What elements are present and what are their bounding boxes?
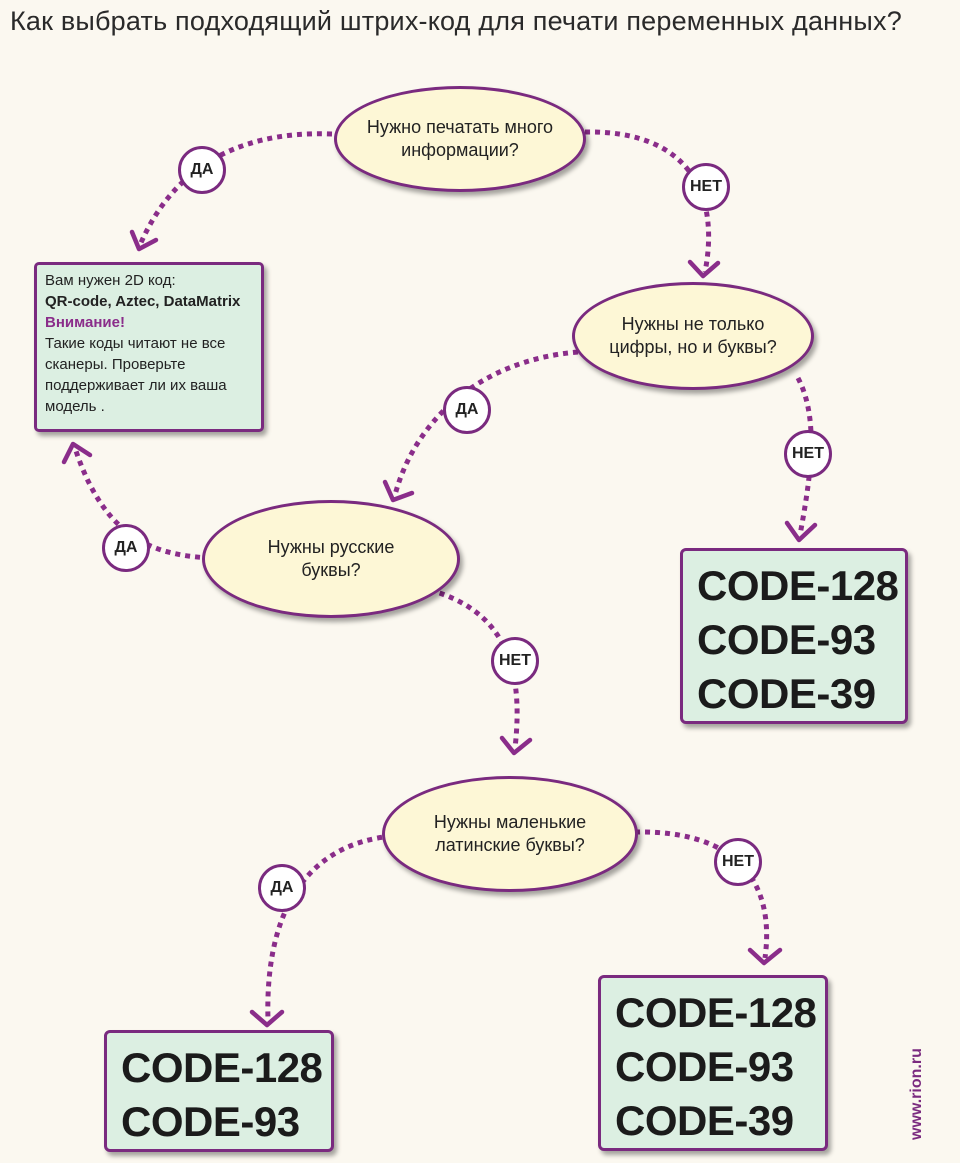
result-box-2: CODE-128 CODE-93 [104, 1030, 334, 1152]
label-no-q1: НЕТ [682, 163, 730, 211]
question-lowercase-latin: Нужны маленькие латинские буквы? [382, 776, 638, 892]
question-text: Нужны русские буквы? [267, 537, 395, 580]
label-no-q2: НЕТ [784, 430, 832, 478]
label-yes-q1: ДА [178, 146, 226, 194]
question-text: Нужно печатать много информации? [366, 117, 554, 160]
result-box-1: CODE-128 CODE-93 CODE-39 [680, 548, 908, 724]
result-code: CODE-93 [615, 1043, 794, 1090]
question-letters: Нужны не только цифры, но и буквы? [572, 282, 814, 390]
result-code: CODE-93 [697, 616, 876, 663]
watermark: www.rion.ru [908, 1048, 925, 1140]
result-box-3: CODE-128 CODE-93 CODE-39 [598, 975, 828, 1151]
question-russian-letters: Нужны русские буквы? [202, 500, 460, 618]
arrowhead-q1-yes [129, 229, 159, 252]
label-yes-q3: ДА [102, 524, 150, 572]
result-code: CODE-39 [615, 1097, 794, 1144]
arrowhead-q3-yes [61, 441, 93, 465]
result-code: CODE-128 [697, 562, 899, 609]
label-no-q4: НЕТ [714, 838, 762, 886]
arrowhead-q2-yes [382, 479, 415, 503]
edge-q4-yes [265, 833, 393, 1021]
note-codes: QR-code, Aztec, DataMatrix [45, 293, 241, 310]
note-line: Вам нужен 2D код: [45, 272, 176, 289]
result-code: CODE-128 [615, 989, 817, 1036]
note-warning: Внимание! [45, 314, 125, 331]
label-no-q3: НЕТ [491, 637, 539, 685]
arrowhead-q4-yes [249, 1009, 285, 1028]
question-much-info: Нужно печатать много информации? [334, 86, 586, 192]
label-yes-q4: ДА [258, 864, 306, 912]
label-yes-q2: ДА [443, 386, 491, 434]
edge-q1-yes [137, 131, 333, 246]
arrowhead-q1-no [687, 259, 721, 279]
note-2d-code: Вам нужен 2D код: QR-code, Aztec, DataMa… [34, 262, 264, 432]
arrowhead-q3-no [499, 735, 533, 756]
note-text: Такие коды читают не все сканеры. Провер… [45, 335, 227, 415]
question-text: Нужны маленькие латинские буквы? [433, 812, 587, 855]
result-code: CODE-39 [697, 670, 876, 717]
arrowhead-q2-no [784, 520, 818, 543]
arrowhead-q4-no [747, 947, 783, 966]
question-text: Нужны не только цифры, но и буквы? [609, 314, 777, 357]
edge-q1-no [584, 129, 711, 273]
result-code: CODE-93 [121, 1098, 300, 1145]
edge-q2-no [795, 376, 814, 536]
page-title: Как выбрать подходящий штрих-код для печ… [10, 6, 902, 36]
result-code: CODE-128 [121, 1044, 323, 1091]
